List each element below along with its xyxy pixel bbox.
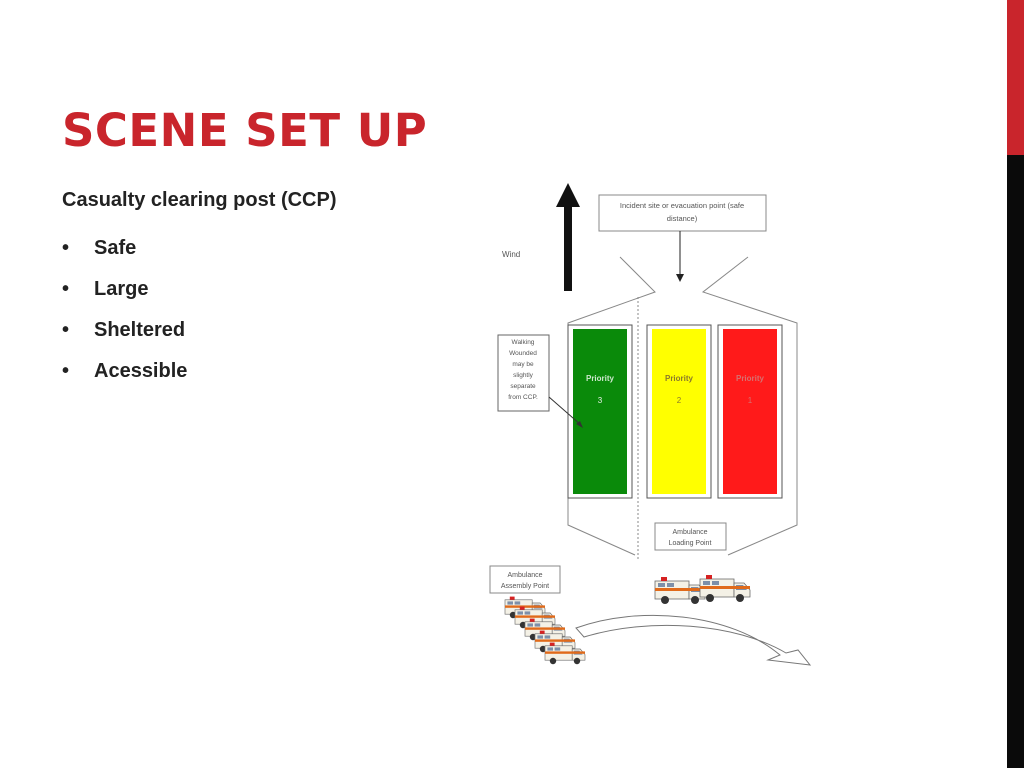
bullet-item: • Sheltered: [62, 310, 187, 351]
bullet-text: Sheltered: [94, 319, 186, 341]
wind-arrow-icon: [556, 183, 580, 291]
bullet-text: Large: [94, 278, 149, 300]
walking-wounded-pointer-head: [576, 421, 583, 428]
walking-wounded-pointer: [548, 396, 582, 426]
slide-title: SCENE SET UP: [62, 104, 428, 157]
assembly-point-box: [489, 565, 561, 594]
priority-2-fill: [652, 329, 706, 494]
loading-point-box: [654, 522, 727, 551]
assembly-point-label: Ambulance: [507, 572, 542, 579]
priority-3-label: Priority: [586, 374, 615, 383]
ambulance-icon: [699, 574, 751, 603]
walking-wounded-line: slightly: [513, 372, 534, 379]
bullet-item: • Large: [62, 269, 187, 310]
ccp-outline-right: [701, 256, 798, 556]
flow-arrow-icon: [575, 614, 812, 666]
incident-arrow-head: [676, 274, 684, 282]
wind-label: Wind: [502, 250, 520, 259]
priority-2-number: 2: [677, 396, 682, 405]
incident-site-label-cont: distance): [667, 214, 698, 223]
walking-wounded-line: may be: [512, 361, 534, 368]
walking-wounded-line: separate: [510, 383, 536, 390]
ambulance-icon: [544, 642, 586, 665]
priority-2-label: Priority: [665, 374, 694, 383]
bullet-item: • Acessible: [62, 351, 187, 392]
bullet-list: • Safe • Large • Sheltered • Acessible: [62, 228, 187, 392]
walking-wounded-box: [497, 334, 550, 412]
walking-wounded-line: Walking: [512, 339, 535, 346]
bullet-dot: •: [62, 360, 70, 382]
ccp-outline: [567, 256, 656, 556]
priority-1-label: Priority: [736, 374, 765, 383]
assembly-point-label-cont: Assembly Point: [501, 583, 549, 590]
walking-wounded-line: from CCP.: [508, 394, 538, 401]
incident-site-box: [598, 194, 767, 232]
priority-1-number: 1: [748, 396, 753, 405]
ccp-diagram: Wind Incident site or evacuation point (…: [489, 183, 812, 666]
walking-wounded-line: Wounded: [509, 350, 537, 357]
loading-point-label: Ambulance: [672, 529, 707, 536]
priority-3-number: 3: [598, 396, 603, 405]
bullet-dot: •: [62, 237, 70, 259]
slide-subtitle: Casualty clearing post (CCP): [62, 189, 337, 211]
ambulance-icon: [654, 576, 706, 605]
bullet-text: Acessible: [94, 360, 188, 382]
bullet-text: Safe: [94, 237, 137, 259]
loading-point-label-cont: Loading Point: [669, 540, 712, 547]
bullet-dot: •: [62, 278, 70, 300]
priority-3-fill: [573, 329, 627, 494]
bullet-dot: •: [62, 319, 70, 341]
accent-bar-black: [1007, 155, 1024, 768]
priority-1-fill: [723, 329, 777, 494]
bullet-item: • Safe: [62, 228, 187, 269]
accent-bar-red: [1007, 0, 1024, 155]
incident-site-label: Incident site or evacuation point (safe: [620, 201, 744, 210]
